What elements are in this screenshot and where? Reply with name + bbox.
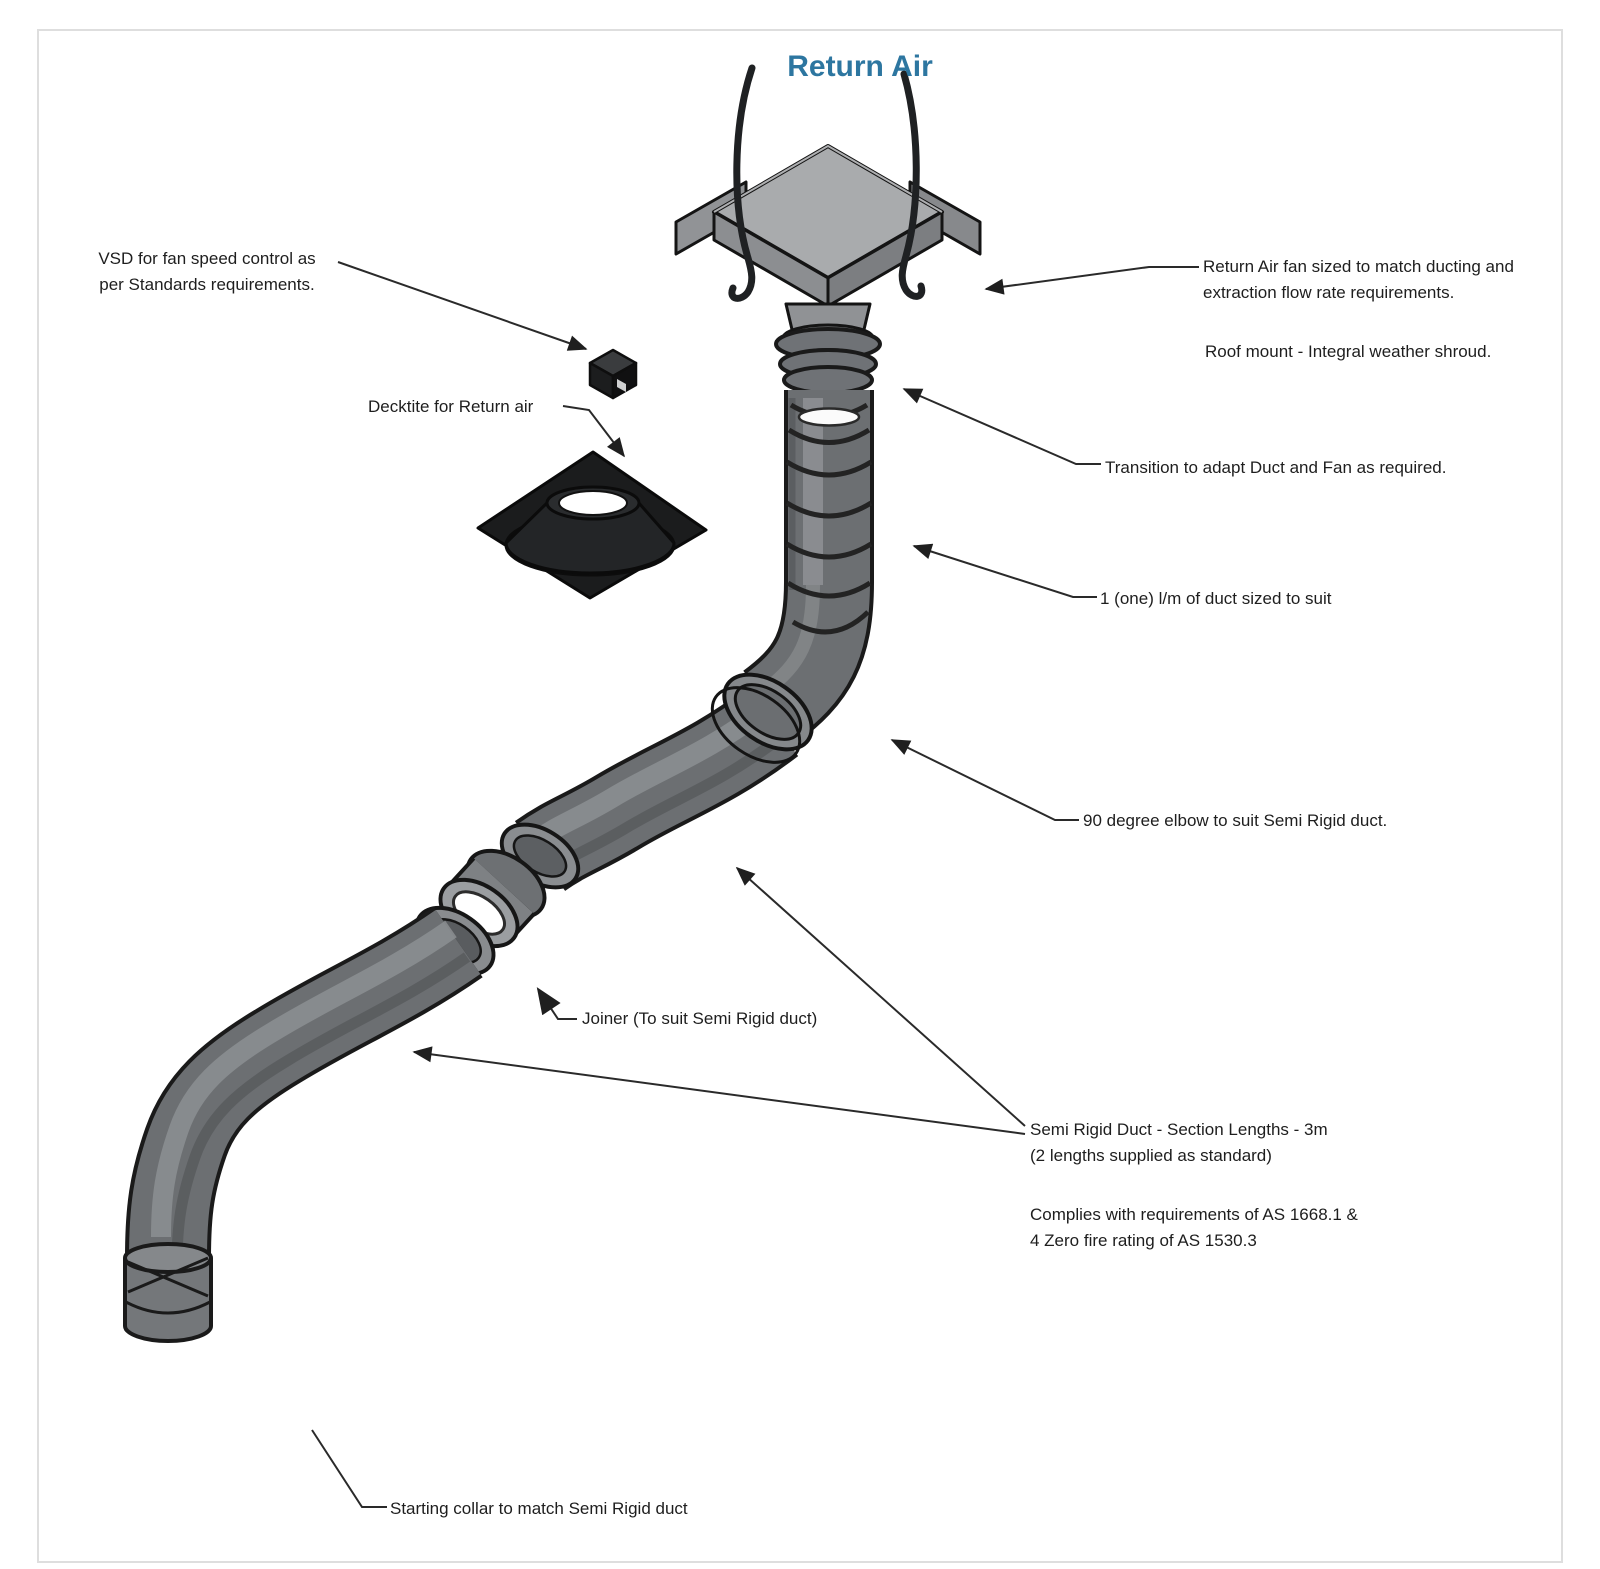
vertical-duct-and-elbow (710, 390, 874, 764)
leader-decktite (562, 405, 625, 458)
diagram-title: Return Air (787, 50, 933, 83)
leader-lines (311, 261, 1199, 1508)
decktite-flashing (476, 450, 708, 600)
leader-starting-collar (311, 1429, 387, 1508)
lower-semi-rigid-duct (125, 905, 496, 1266)
label-complies: Complies with requirements of AS 1668.1 … (1030, 1205, 1358, 1250)
upper-semi-rigid-duct (499, 687, 799, 892)
label-transition: Transition to adapt Duct and Fan as requ… (1105, 458, 1447, 477)
label-vsd: VSD for fan speed control as per Standar… (98, 249, 316, 294)
page-frame (37, 29, 1563, 1563)
leader-joiner (536, 987, 577, 1020)
label-starting-collar: Starting collar to match Semi Rigid duct (390, 1499, 688, 1518)
leader-transition (902, 388, 1101, 465)
label-elbow: 90 degree elbow to suit Semi Rigid duct. (1083, 811, 1388, 830)
leader-elbow (890, 739, 1079, 821)
leader-vsd (337, 261, 588, 351)
label-semi-rigid: Semi Rigid Duct - Section Lengths - 3m (… (1030, 1120, 1328, 1165)
decktite-collar-hole (558, 490, 628, 516)
label-duct-length: 1 (one) l/m of duct sized to suit (1100, 589, 1332, 608)
leader-semi-rigid-lower (412, 1046, 1026, 1135)
leader-fan (984, 266, 1199, 295)
fan-hanging-wires (728, 64, 926, 302)
label-return-air-fan: Return Air fan sized to match ducting an… (1203, 257, 1514, 302)
label-decktite: Decktite for Return air (368, 397, 534, 416)
label-roof-mount: Roof mount - Integral weather shroud. (1205, 342, 1492, 361)
leader-semi-rigid-upper (735, 866, 1026, 1127)
vsd-controller (588, 348, 638, 400)
leader-duct-length (912, 543, 1097, 598)
return-air-fan (674, 144, 982, 353)
transition-adapter (774, 327, 882, 395)
label-joiner: Joiner (To suit Semi Rigid duct) (582, 1009, 818, 1028)
starting-collar (123, 1242, 213, 1344)
